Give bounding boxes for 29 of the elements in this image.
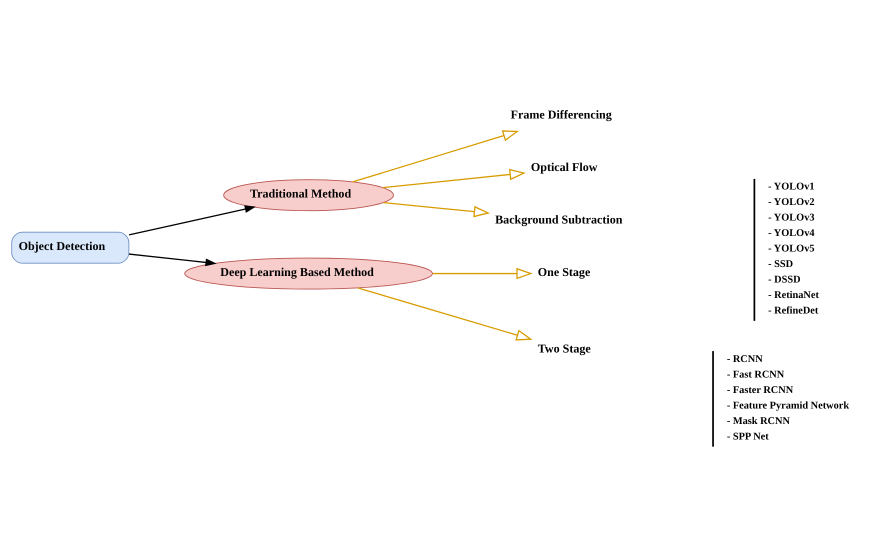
node-label: - Mask RCNN: [726, 415, 790, 426]
node-label: - Feature Pyramid Network: [726, 400, 850, 411]
arrow: [382, 168, 526, 188]
node-label: - YOLOv2: [768, 196, 815, 208]
node-label: - Fast RCNN: [726, 368, 784, 380]
arrow: [128, 252, 217, 266]
arrow: [358, 286, 533, 340]
node-ellipse: Traditional Method: [223, 178, 394, 211]
arrow: [432, 267, 533, 279]
node-label: - YOLOv5: [768, 243, 815, 254]
node-label: - DSSD: [768, 274, 801, 286]
node-label: - RCNN: [726, 353, 763, 364]
node-text: Two Stage: [538, 341, 591, 356]
node-label: - RetinaNet: [768, 290, 819, 301]
node-label: - YOLOv1: [768, 181, 815, 192]
node-label: - SPP Net: [726, 430, 769, 442]
node-text: Background Subtraction: [495, 212, 622, 226]
node-text: One Stage: [538, 264, 590, 278]
arrow: [383, 201, 490, 217]
node-text: Optical Flow: [530, 159, 598, 174]
node-label: - YOLOv4: [768, 228, 815, 239]
node-label: - YOLOv3: [768, 212, 815, 224]
node-label: - RefineDet: [768, 305, 818, 316]
node-label: - SSD: [768, 258, 794, 270]
arrow: [128, 204, 256, 235]
arrow: [352, 130, 520, 182]
node-box: Object Detection: [11, 231, 130, 264]
node-label: - Faster RCNN: [726, 384, 794, 396]
node-text: Frame Differencing: [510, 106, 612, 121]
